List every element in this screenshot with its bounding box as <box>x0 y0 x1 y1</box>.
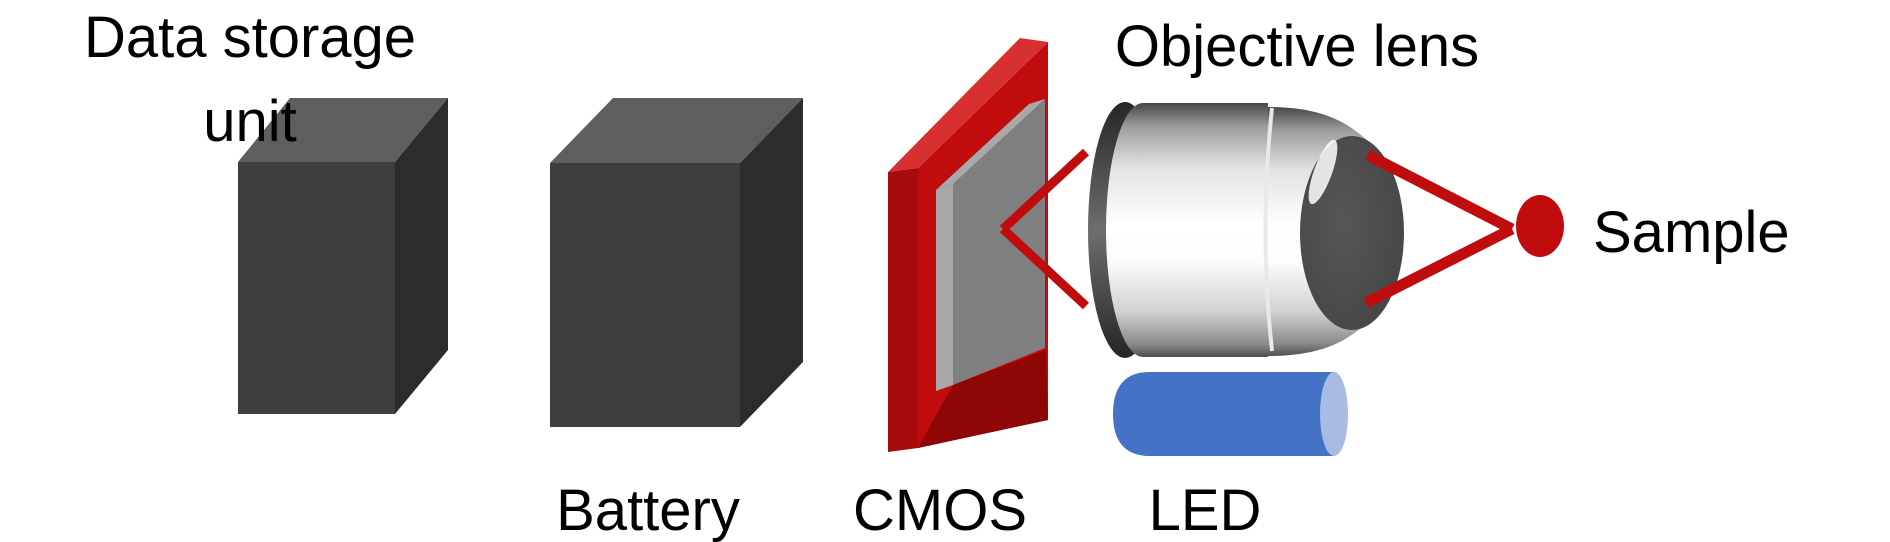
sensor-left-side <box>936 184 953 391</box>
sensor-light-rays <box>999 148 1090 310</box>
box-side-face <box>740 98 803 427</box>
box-front-face <box>238 162 395 414</box>
data-storage-unit-box <box>238 98 448 414</box>
lens-specular-highlight <box>1308 139 1338 205</box>
sensor-top-bevel <box>936 99 1045 190</box>
box-top-face <box>550 98 803 163</box>
lens-knurled-ring <box>1263 107 1274 352</box>
battery-label: Battery <box>556 478 740 542</box>
lens-body <box>1143 103 1268 357</box>
led-label: LED <box>1148 478 1262 542</box>
sensor-ray-upper <box>999 148 1090 233</box>
led-end-cap <box>1320 372 1348 456</box>
cmos-sensor <box>936 99 1045 391</box>
objective-lens-label: Objective lens <box>1114 14 1480 79</box>
led-body <box>1113 372 1334 456</box>
objective-lens <box>1088 102 1405 358</box>
sample-ray-lower <box>1363 224 1515 308</box>
battery-box <box>550 98 803 427</box>
cmos-plate-top-bevel <box>888 38 1048 172</box>
box-side-face <box>395 98 448 414</box>
cmos-plate-left-side <box>888 168 918 452</box>
box-front-face <box>550 163 740 427</box>
sensor-front <box>953 99 1045 385</box>
led-cylinder <box>1113 372 1348 456</box>
box-top-face <box>238 98 448 162</box>
cmos-label: CMOS <box>853 478 1027 542</box>
sample-ray-upper <box>1365 150 1515 234</box>
sensor-ray-lower <box>999 225 1090 310</box>
sample-label: Sample <box>1593 200 1790 265</box>
cmos-plate-bottom-shadow <box>918 350 1048 448</box>
sample-dot <box>1516 195 1564 257</box>
data-storage-unit-label: Data storage unit <box>83 5 417 155</box>
sample-light-rays <box>1363 150 1515 308</box>
